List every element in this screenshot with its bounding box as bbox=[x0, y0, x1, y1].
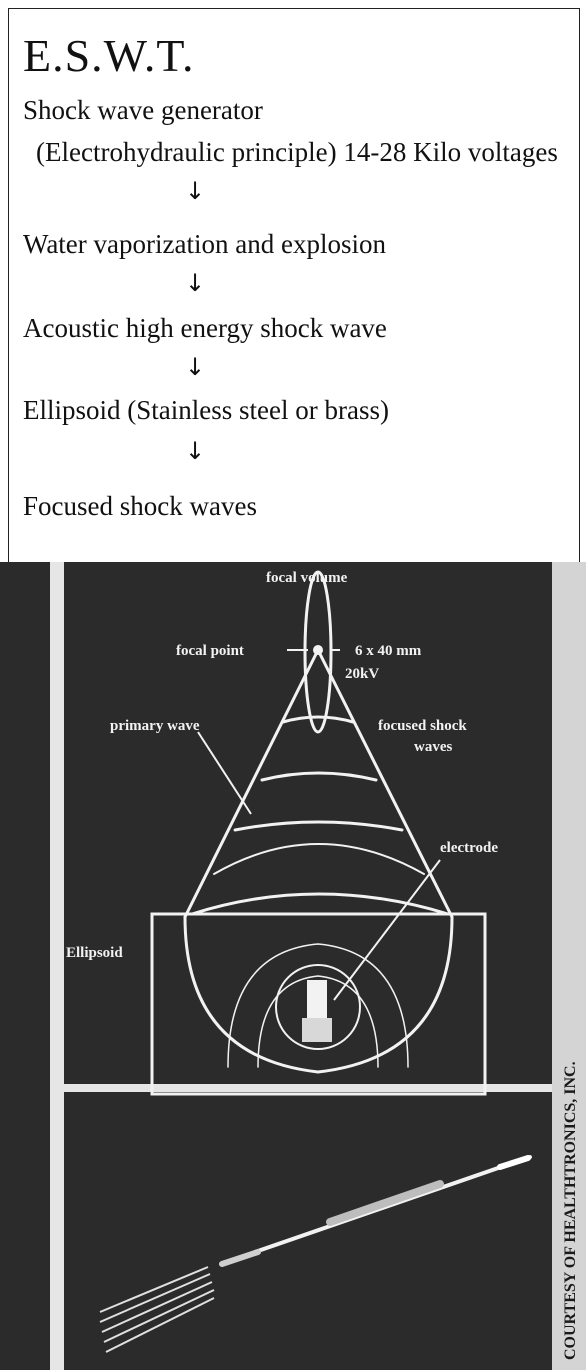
electrode-label: electrode bbox=[440, 840, 498, 856]
step-electrohydraulic-principle: (Electrohydraulic principle) 14-28 Kilo … bbox=[36, 139, 558, 166]
electrode-probe-photo bbox=[100, 1157, 530, 1352]
focused-wave-arc bbox=[283, 717, 353, 722]
focused-wave-arc bbox=[192, 894, 448, 914]
primary-wave-arc bbox=[214, 844, 424, 874]
down-arrow-icon: ↓ bbox=[185, 271, 205, 295]
left-border-strip bbox=[50, 562, 64, 1370]
shock-wave-diagram-panel: focal volume focal point 6 x 40 mm 20kV … bbox=[0, 562, 586, 1370]
focused-shock-waves-label: waves bbox=[414, 739, 452, 755]
cone-left-edge bbox=[185, 650, 318, 917]
focal-point-dot bbox=[313, 645, 323, 655]
step-ellipsoid: Ellipsoid (Stainless steel or brass) bbox=[23, 397, 389, 424]
focused-wave-arc bbox=[235, 822, 402, 830]
focused-shock-waves-label: focused shock bbox=[378, 718, 467, 734]
flowchart-title: E.S.W.T. bbox=[23, 33, 195, 79]
focal-point-label: focal point bbox=[176, 643, 244, 659]
primary-wave-label: primary wave bbox=[110, 718, 200, 734]
cone-right-edge bbox=[318, 650, 452, 917]
focal-volume-label: focal volume bbox=[266, 570, 348, 586]
electrode-icon bbox=[302, 980, 332, 1042]
spec-voltage-label: 20kV bbox=[345, 666, 379, 682]
primary-wave-leader bbox=[198, 732, 251, 814]
step-water-vaporization: Water vaporization and explosion bbox=[23, 231, 386, 258]
focused-wave-arc bbox=[262, 773, 376, 780]
shock-wave-diagram: focal volume focal point 6 x 40 mm 20kV … bbox=[0, 562, 586, 1370]
ellipsoid-label: Ellipsoid bbox=[66, 945, 123, 961]
courtesy-credit: COURTESY OF HEALTHTRONICS, INC. bbox=[562, 1061, 579, 1360]
step-shock-wave-generator: Shock wave generator bbox=[23, 97, 263, 124]
spec-size-label: 6 x 40 mm bbox=[355, 643, 422, 659]
step-focused-shock-waves: Focused shock waves bbox=[23, 493, 257, 520]
down-arrow-icon: ↓ bbox=[185, 179, 205, 203]
down-arrow-icon: ↓ bbox=[185, 355, 205, 379]
eswt-flowchart: E.S.W.T. Shock wave generator (Electrohy… bbox=[8, 8, 580, 562]
down-arrow-icon: ↓ bbox=[185, 439, 205, 463]
electrode-leader bbox=[334, 860, 440, 1000]
step-acoustic-shock-wave: Acoustic high energy shock wave bbox=[23, 315, 387, 342]
